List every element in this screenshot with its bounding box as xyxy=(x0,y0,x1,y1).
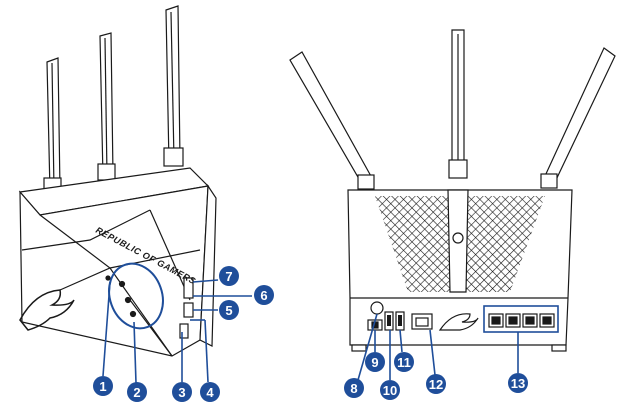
svg-text:13: 13 xyxy=(511,376,525,391)
callout-4: 4 xyxy=(200,382,220,402)
router-rear-view xyxy=(290,30,615,351)
svg-text:8: 8 xyxy=(350,381,357,396)
rear-antenna-left xyxy=(290,52,374,189)
svg-text:9: 9 xyxy=(371,355,378,370)
rear-foot-left xyxy=(352,345,366,351)
side-port-lower xyxy=(184,303,193,317)
front-antenna-middle xyxy=(98,33,115,180)
callout-5: 5 xyxy=(219,300,239,320)
callout-10: 10 xyxy=(380,380,400,400)
callout-7: 7 xyxy=(219,266,239,286)
svg-text:1: 1 xyxy=(99,379,106,394)
callout-2: 2 xyxy=(127,382,147,402)
callout-9: 9 xyxy=(365,352,385,372)
svg-text:5: 5 xyxy=(225,303,232,318)
svg-text:12: 12 xyxy=(429,377,443,392)
rear-center-screw xyxy=(453,233,463,243)
callout-1: 1 xyxy=(93,376,113,396)
rear-foot-right xyxy=(552,345,566,351)
power-led-icon xyxy=(106,276,110,280)
callout-3: 3 xyxy=(172,382,192,402)
front-antenna-right xyxy=(164,6,183,166)
callout-12: 12 xyxy=(426,374,446,394)
svg-text:10: 10 xyxy=(383,383,397,398)
lan-led-icon xyxy=(131,312,136,317)
svg-text:11: 11 xyxy=(397,355,411,370)
reset-button-icon xyxy=(371,302,383,314)
front-antenna-left xyxy=(44,58,61,194)
rear-antenna-right xyxy=(541,48,615,188)
callout-8: 8 xyxy=(344,378,364,398)
svg-text:6: 6 xyxy=(260,288,267,303)
callout-13: 13 xyxy=(508,373,528,393)
svg-text:7: 7 xyxy=(225,269,232,284)
svg-text:2: 2 xyxy=(133,385,140,400)
callout-11: 11 xyxy=(394,352,414,372)
callout-6: 6 xyxy=(254,285,274,305)
rear-antenna-middle xyxy=(449,30,467,178)
wifi-led-icon xyxy=(120,282,125,287)
router-front-view xyxy=(20,6,216,356)
wan-led-icon xyxy=(126,298,131,303)
svg-text:4: 4 xyxy=(206,385,214,400)
svg-text:3: 3 xyxy=(178,385,185,400)
